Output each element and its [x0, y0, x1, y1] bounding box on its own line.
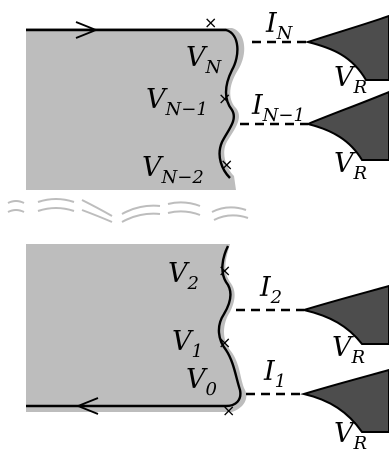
reservoir-contact-n: [304, 14, 389, 81]
label-vn-1: VN−1: [146, 84, 208, 120]
probe-leads: [236, 40, 308, 396]
reservoir-contact-n-1: [304, 90, 389, 161]
marker-bot-2: ×: [218, 333, 231, 352]
bottom-arrow-left-icon: [75, 397, 99, 415]
probe-markers: × × × × × ×: [204, 13, 235, 420]
label-in: IN: [265, 8, 294, 44]
reservoir-contacts: [300, 14, 389, 433]
label-vr-top-1: VR: [334, 62, 367, 98]
bottom-edge-channel-line: [26, 245, 242, 408]
top-arrow-right-icon: [75, 21, 99, 39]
label-vn-2: VN−2: [142, 152, 204, 188]
bottom-sample-region: [26, 244, 247, 412]
reservoir-contact-2: [300, 284, 389, 345]
marker-bot-3: ×: [222, 401, 235, 420]
break-squiggles: [7, 198, 249, 223]
label-i2: I2: [259, 272, 282, 308]
marker-top-1: ×: [204, 13, 217, 32]
label-vr-bot-1: VR: [332, 332, 365, 368]
marker-top-3: ×: [220, 155, 233, 174]
marker-top-2: ×: [218, 89, 231, 108]
reservoir-contact-1: [300, 368, 389, 433]
label-i1: I1: [263, 356, 286, 392]
label-vr-bot-2: VR: [334, 418, 367, 454]
top-edge-channel-line: [26, 28, 239, 179]
label-v1: V1: [172, 326, 203, 362]
marker-bot-1: ×: [218, 261, 231, 280]
label-vn: VN: [186, 42, 223, 78]
label-v0: V0: [186, 364, 217, 400]
label-vr-top-2: VR: [334, 148, 367, 184]
label-v2: V2: [168, 258, 199, 294]
top-sample-region: [26, 28, 245, 190]
label-in-1: IN−1: [251, 90, 305, 126]
